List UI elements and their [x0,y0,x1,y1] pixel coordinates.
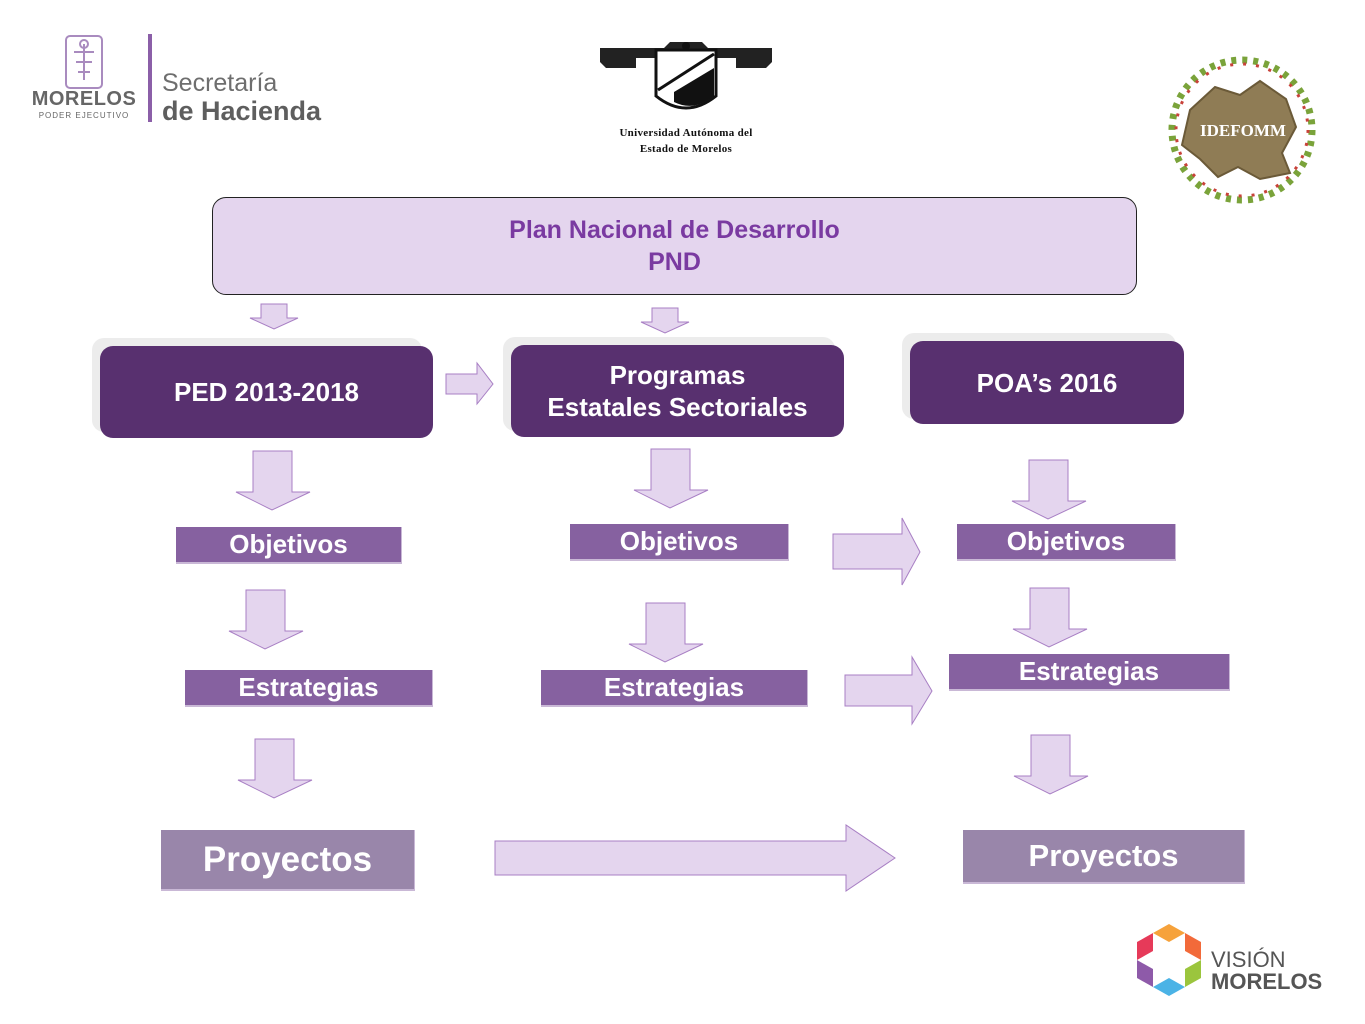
poder-ejecutivo-text: PODER EJECUTIVO [38,111,130,120]
ped-estrategias-bar: Estrategias [185,670,433,707]
arrow-down-poas-proyectos [1013,734,1089,795]
de-hacienda-text: de Hacienda [162,96,322,126]
arrow-right-estrategias [844,655,933,726]
pnd-line2: PND [648,248,701,276]
arrow-down-pnd-ped [249,303,299,330]
pnd-box: Plan Nacional de Desarrollo PND [212,197,1137,295]
poas-label: POA’s 2016 [976,367,1118,398]
morelos-crest-icon [65,35,103,89]
ped-label: PED 2013-2018 [173,377,360,407]
programas-line2: Estatales Sectoriales [547,392,808,422]
programas-estrategias-bar: Estrategias [541,670,808,707]
poas-box: POA’s 2016 [910,341,1184,424]
idefomm-text: IDEFOMM [1200,121,1286,140]
programas-objetivos-bar: Objetivos [570,524,789,561]
ped-objetivos-bar: Objetivos [176,527,402,564]
poas-proyectos-bar: Proyectos [963,830,1245,884]
programas-box: Programas Estatales Sectoriales [511,345,844,437]
poas-estrategias-bar: Estrategias [949,654,1230,691]
idefomm-logo: IDEFOMM [1160,55,1325,205]
vision-morelos-logo: VISIÓN MORELOS [1125,920,1340,1010]
uaem-logo: Universidad Autónoma del Estado de Morel… [596,40,776,160]
morelos-hacienda-logo: MORELOS PODER EJECUTIVO Secretaría de Ha… [28,30,328,126]
morelos-text: MORELOS [1211,969,1323,994]
arrow-down-ped-proyectos [237,738,313,799]
pnd-line1: Plan Nacional de Desarrollo [509,216,840,244]
arrow-down-programas-estrategias [628,602,704,663]
arrow-down-poas-estrategias [1012,587,1088,648]
uaem-name-line2: Estado de Morelos [639,143,733,155]
morelos-wordmark: MORELOS [31,88,137,110]
arrow-right-proyectos [494,824,896,892]
arrow-down-programas-objetivos [633,448,709,509]
arrow-down-poas-objetivos [1011,459,1087,520]
programas-line1: Programas [609,360,746,390]
logo-divider [148,34,152,122]
arrow-right-objetivos [832,517,921,586]
arrow-down-ped-objetivos [235,450,311,511]
idefomm-map-icon [1168,56,1316,204]
ped-box: PED 2013-2018 [100,346,433,438]
poas-objetivos-bar: Objetivos [957,524,1176,561]
arrow-right-ped-programas [445,361,494,406]
arrow-down-pnd-programas [640,307,690,334]
vision-text: VISIÓN [1211,947,1286,972]
secretaria-text: Secretaría [162,69,278,97]
arrow-down-ped-estrategias [228,589,304,650]
uaem-shield-icon [600,42,772,110]
ped-proyectos-bar: Proyectos [161,830,415,891]
vision-hexagon-icon [1137,924,1201,996]
uaem-name-line1: Universidad Autónoma del [619,127,753,139]
